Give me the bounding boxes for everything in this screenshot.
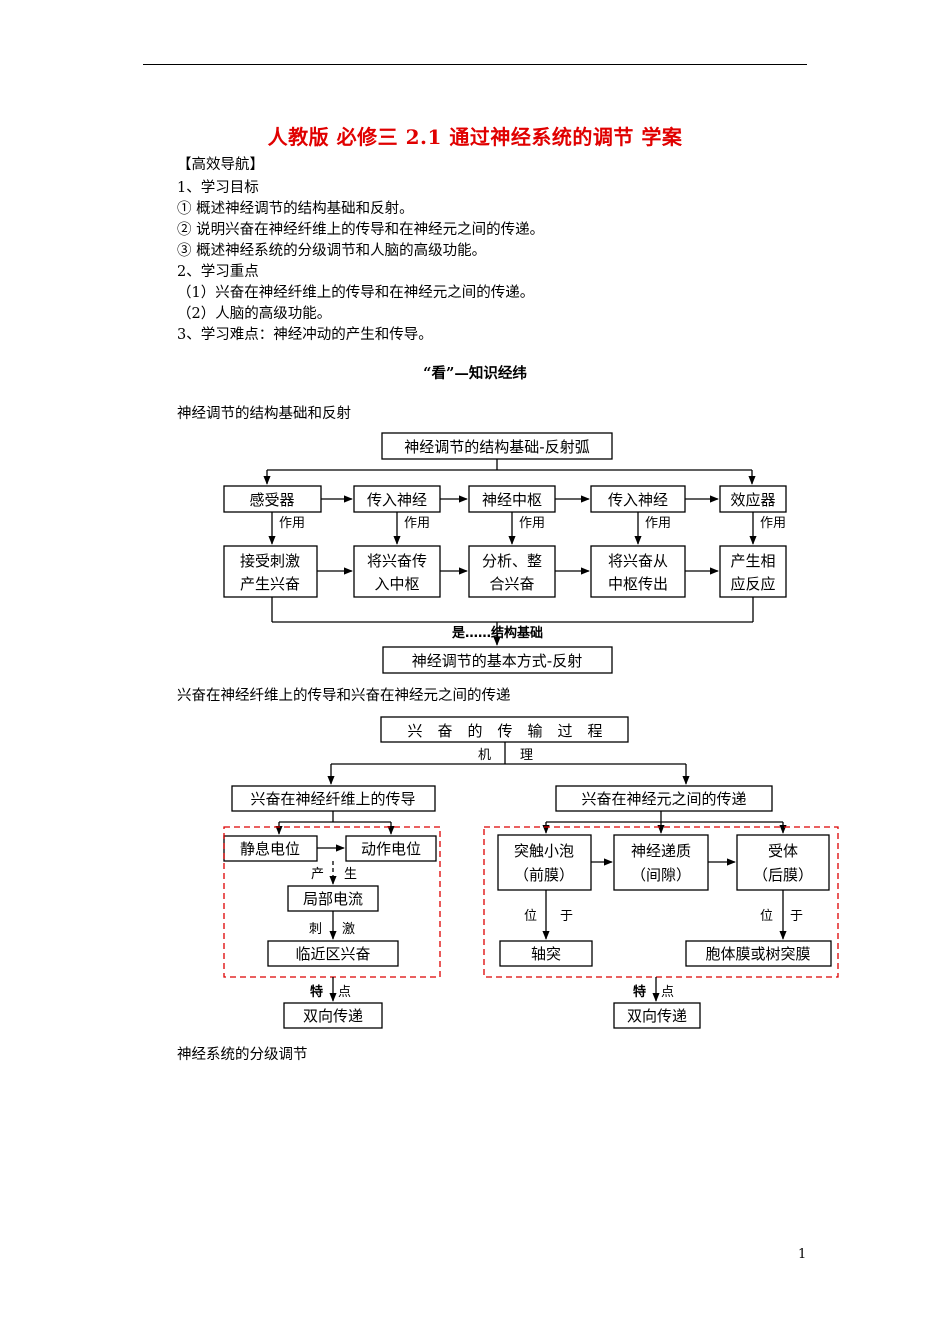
axon-label: 轴突	[531, 945, 561, 963]
adjacent-excitation-box	[267, 940, 399, 967]
row2-line: 接受刺激	[240, 552, 300, 570]
right-result-box	[613, 1002, 701, 1029]
effect-label: 作用	[760, 516, 786, 531]
synapse-line: （前膜）	[514, 866, 574, 884]
reflex-arc-label: 神经调节的结构基础-反射弧	[404, 438, 589, 456]
key-item: （2）人脑的高级功能。	[177, 306, 332, 322]
fiber-frame	[223, 826, 441, 978]
key-item: （1）兴奋在神经纤维上的传导和在神经元之间的传递。	[177, 285, 535, 301]
row2-line: 产生相	[730, 552, 775, 570]
efferent-label: 传入神经	[608, 491, 668, 509]
located-char: 位	[524, 909, 537, 924]
goal-item: ③ 概述神经系统的分级调节和人脑的高级功能。	[177, 243, 487, 259]
effect-label: 作用	[645, 516, 671, 531]
afferent-label: 传入神经	[367, 491, 427, 509]
reflex-basic-label: 神经调节的基本方式-反射	[412, 652, 582, 670]
adjacent-excitation-label: 临近区兴奋	[295, 945, 370, 963]
goals-heading: 1、学习目标	[177, 180, 259, 196]
section-heading-reflex: 神经调节的结构基础和反射	[177, 406, 351, 422]
fiber-conduction-label: 兴奋在神经纤维上的传导	[250, 790, 415, 808]
effect-label: 作用	[404, 516, 430, 531]
difficulty-line: 3、学习难点：神经冲动的产生和传导。	[177, 327, 433, 343]
transmission-diagram	[223, 716, 839, 1029]
effect-label: 作用	[279, 516, 305, 531]
guide-heading: 【高效导航】	[177, 157, 264, 173]
reflex-basic-box	[382, 646, 613, 674]
left-result-label: 双向传递	[303, 1007, 363, 1025]
axon-box	[499, 940, 593, 967]
located-char: 位	[760, 909, 773, 924]
effector-label: 效应器	[730, 491, 775, 509]
rest-potential-label: 静息电位	[240, 840, 300, 858]
located-char: 于	[790, 909, 803, 924]
stimulate-char: 激	[342, 922, 355, 937]
transmitter-line: 神经递质	[631, 842, 691, 860]
row2-line: 将兴奋传	[367, 552, 427, 570]
produce-char: 生	[344, 867, 357, 882]
reflex-arc-diagram	[223, 432, 787, 674]
center-label: 神经中枢	[482, 491, 542, 509]
receptor-line: 受体	[768, 842, 798, 860]
row2-line: 入中枢	[374, 575, 419, 593]
row2-line: 分析、整	[482, 552, 542, 570]
feature-char: 点	[661, 985, 674, 1000]
action-potential-box	[345, 835, 437, 862]
action-potential-label: 动作电位	[361, 840, 421, 858]
synapse-transmission-box	[555, 785, 773, 812]
row2-line: 将兴奋从	[608, 552, 668, 570]
located-char: 于	[560, 909, 573, 924]
row2-line: 产生兴奋	[240, 575, 300, 593]
section-subtitle: “看”—知识经纬	[423, 365, 527, 382]
right-result-label: 双向传递	[627, 1007, 687, 1025]
row2-line: 应反应	[730, 575, 775, 593]
feature-char: 特	[310, 984, 323, 1000]
mechanism-char: 理	[520, 748, 533, 763]
transmission-title: 兴 奋 的 传 输 过 程	[407, 722, 602, 740]
section-heading-transmission: 兴奋在神经纤维上的传导和兴奋在神经元之间的传递	[177, 688, 511, 704]
header-rule	[143, 64, 807, 65]
mechanism-char: 机	[478, 748, 491, 763]
feature-char: 点	[338, 985, 351, 1000]
structure-basis-label: 是……结构基础	[451, 625, 543, 641]
produce-char: 产	[311, 867, 324, 882]
goal-item: ① 概述神经调节的结构基础和反射。	[177, 201, 414, 217]
effect-label: 作用	[519, 516, 545, 531]
feature-char: 特	[633, 984, 646, 1000]
section-heading-hierarchy: 神经系统的分级调节	[177, 1047, 308, 1063]
key-heading: 2、学习重点	[177, 264, 259, 280]
row2-line: 中枢传出	[608, 575, 668, 593]
page-title: 人教版 必修三 2.1 通过神经系统的调节 学案	[267, 125, 683, 149]
receptor-label: 感受器	[249, 491, 294, 509]
synapse-line: 突触小泡	[514, 842, 574, 860]
goal-item: ② 说明兴奋在神经纤维上的传导和在神经元之间的传递。	[177, 222, 545, 238]
row2-line: 合兴奋	[489, 575, 534, 593]
page-number: 1	[798, 1247, 807, 1262]
receptor-line: （后膜）	[753, 866, 813, 884]
local-current-label: 局部电流	[303, 890, 363, 908]
synapse-transmission-label: 兴奋在神经元之间的传递	[581, 790, 746, 808]
cell-body-label: 胞体膜或树突膜	[705, 945, 810, 963]
stimulate-char: 刺	[309, 922, 322, 937]
cell-body-box	[685, 940, 832, 967]
left-result-box	[283, 1002, 383, 1029]
synapse-frame	[483, 826, 839, 978]
transmitter-line: （间隙）	[631, 866, 691, 884]
